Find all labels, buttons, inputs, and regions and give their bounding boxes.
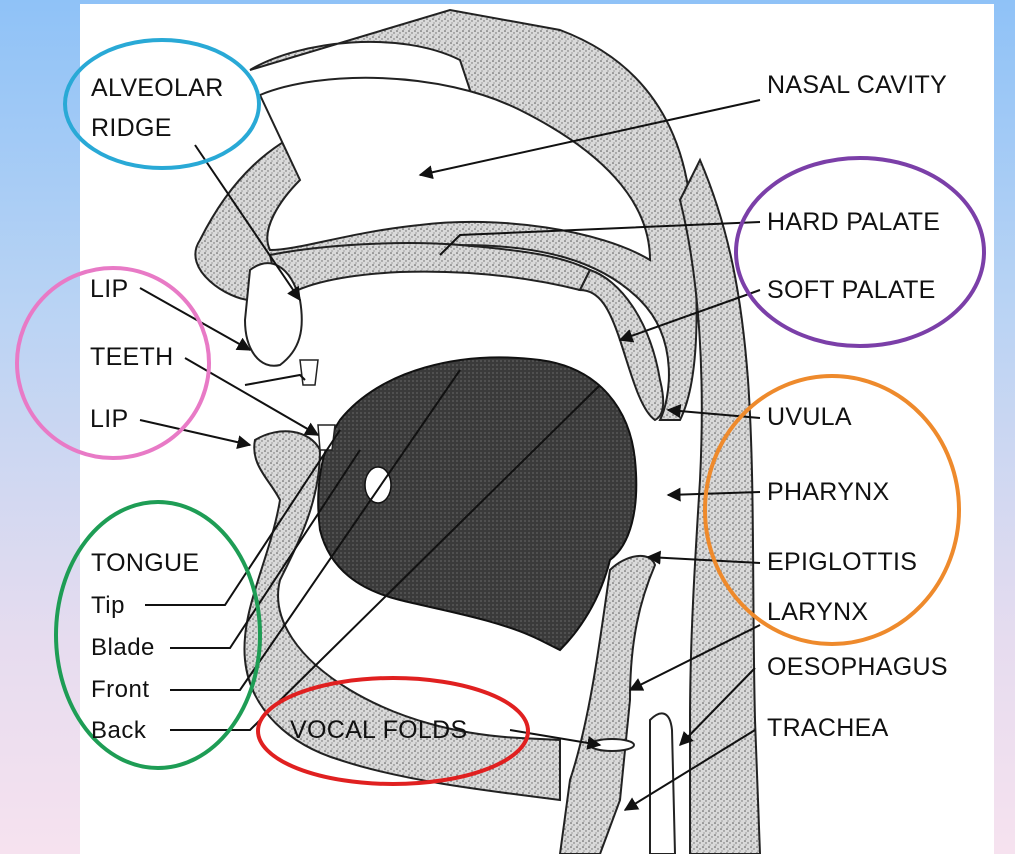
label-trachea: TRACHEA (767, 716, 889, 741)
tongue-tip-highlight (365, 467, 391, 503)
label-epiglottis: EPIGLOTTIS (767, 550, 917, 575)
trachea-wall-shape (650, 713, 675, 854)
label-oesophagus: OESOPHAGUS (767, 655, 948, 680)
highlight-palate-ring (736, 158, 984, 346)
pharynx-wall-shape (680, 160, 760, 854)
label-vocal-folds: VOCAL FOLDS (290, 718, 467, 743)
leader-lower-lip (140, 420, 250, 445)
label-tongue-tip: Tip (91, 594, 125, 618)
leader-teeth-upper (245, 375, 305, 385)
tongue-shape (318, 358, 636, 651)
label-teeth: TEETH (90, 345, 173, 370)
label-upper-lip: LIP (90, 277, 128, 302)
label-tongue-blade: Blade (91, 636, 155, 660)
label-alveolar-line1: ALVEOLAR (91, 76, 224, 101)
highlight-tongue-ring (56, 502, 260, 768)
label-hard-palate: HARD PALATE (767, 210, 940, 235)
label-pharynx: PHARYNX (767, 480, 890, 505)
label-larynx: LARYNX (767, 600, 868, 625)
anatomy-drawing (195, 10, 760, 854)
label-tongue-back: Back (91, 719, 146, 743)
label-tongue: TONGUE (91, 551, 199, 576)
label-uvula: UVULA (767, 405, 852, 430)
label-nasal-cavity: NASAL CAVITY (767, 73, 947, 98)
label-lower-lip: LIP (90, 407, 128, 432)
leader-upper-lip (140, 288, 250, 350)
highlight-alveolar-ring (65, 40, 259, 168)
label-tongue-front: Front (91, 678, 150, 702)
label-soft-palate: SOFT PALATE (767, 278, 936, 303)
label-alveolar-line2: RIDGE (91, 116, 172, 141)
